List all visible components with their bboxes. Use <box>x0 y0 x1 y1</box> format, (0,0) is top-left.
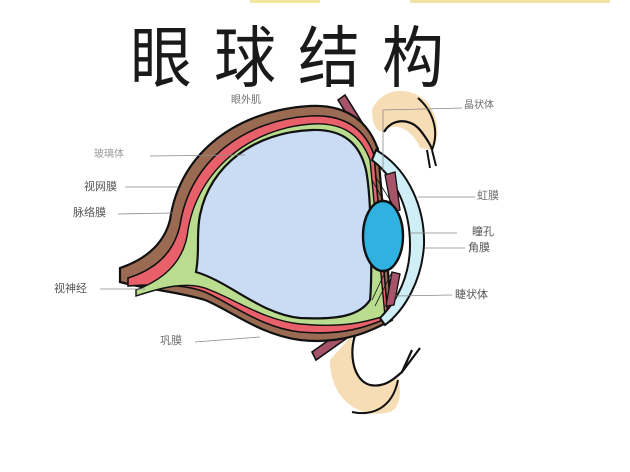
cornea <box>370 148 426 327</box>
label-sclera: 巩膜 <box>160 334 182 347</box>
vitreous-body <box>194 128 373 320</box>
label-extraocular-muscle: 眼外肌 <box>231 95 261 106</box>
lens <box>361 199 405 273</box>
label-cornea: 角膜 <box>468 241 490 254</box>
diagram-title: 眼球结构 <box>130 19 467 98</box>
upper-eyelid <box>372 90 438 169</box>
top-edge-color-strip <box>410 0 610 3</box>
label-retina: 视网膜 <box>84 180 117 193</box>
iris <box>385 271 401 307</box>
label-choroid: 脉络膜 <box>73 206 106 219</box>
label-vitreous-body: 玻璃体 <box>94 149 124 160</box>
label-ciliary-body: 睫状体 <box>455 288 488 301</box>
label-lens: 晶状体 <box>464 100 494 111</box>
lower-eyelid <box>330 329 421 415</box>
leader-lines <box>100 107 475 343</box>
top-edge-color-strip <box>250 0 320 3</box>
label-iris: 虹膜 <box>477 189 499 202</box>
label-optic-nerve: 视神经 <box>54 282 87 295</box>
label-pupil: 瞳孔 <box>472 225 494 238</box>
